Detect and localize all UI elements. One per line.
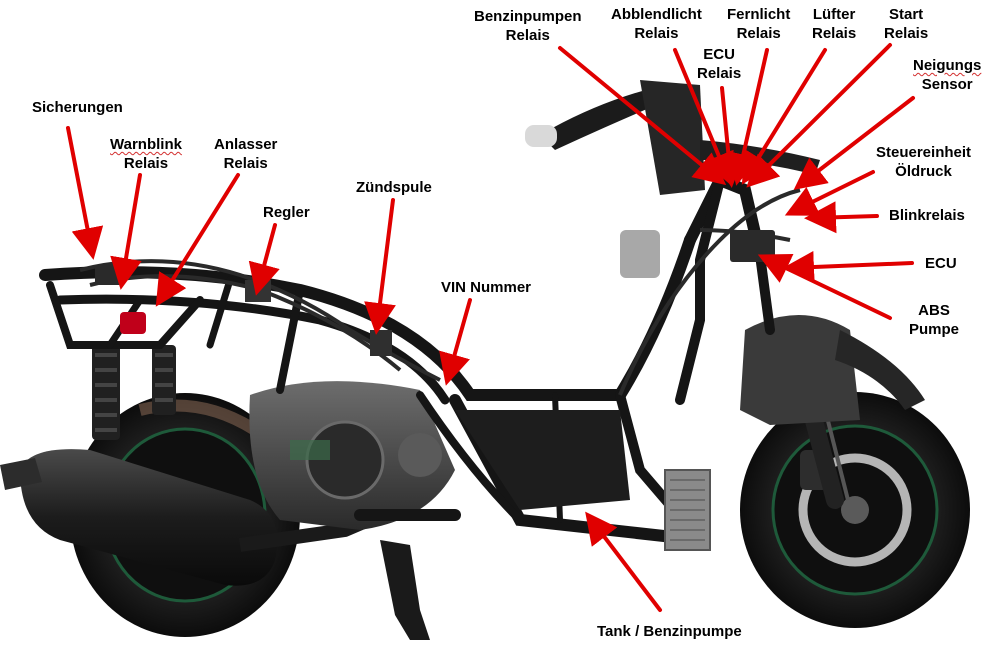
engine-block xyxy=(249,381,455,530)
label-steuereinheit-oeldruck: Steuereinheit Öldruck xyxy=(876,143,971,181)
label-steuereinheit-line2: Öldruck xyxy=(895,163,952,180)
label-fernlicht-relais: Fernlicht Relais xyxy=(727,5,790,43)
label-tank-text: Tank / Benzinpumpe xyxy=(597,623,742,640)
front-fender xyxy=(835,330,925,410)
arrow-zuendspule xyxy=(364,198,396,335)
label-blinkrelais: Blinkrelais xyxy=(889,206,965,225)
label-start-line2: Relais xyxy=(884,25,929,42)
center-stand xyxy=(380,540,430,640)
label-warnblink-line1: Warnblink xyxy=(110,136,182,153)
label-luefter-relais: Lüfter Relais xyxy=(812,5,856,43)
arrow-sicherungen xyxy=(66,126,104,260)
arrow-warnblink xyxy=(110,173,142,290)
label-anlasser-line2: Relais xyxy=(223,155,268,172)
arrow-benzinpumpen xyxy=(558,46,727,186)
label-ecu-relais-line1: ECU xyxy=(703,46,735,63)
label-abs-line2: Pumpe xyxy=(909,321,960,338)
label-start-line1: Start xyxy=(889,6,924,23)
label-zuendspule-text: Zündspule xyxy=(356,179,432,196)
label-benzinpumpen-line1: Benzinpumpen xyxy=(474,8,582,25)
arrow-neigungs xyxy=(793,96,915,190)
label-anlasser-relais: Anlasser Relais xyxy=(214,135,277,173)
label-abblendlicht-line1: Abblendlicht xyxy=(611,6,702,23)
arrow-start xyxy=(746,43,892,188)
rear-shocks xyxy=(92,345,176,440)
label-steuereinheit-line1: Steuereinheit xyxy=(876,144,972,161)
label-blinkrelais-text: Blinkrelais xyxy=(889,207,965,224)
label-start-relais: Start Relais xyxy=(884,5,928,43)
label-zuendspule: Zündspule xyxy=(356,178,432,197)
label-fernlicht-line1: Fernlicht xyxy=(727,6,791,23)
label-neigungs-sensor: Neigungs Sensor xyxy=(913,56,981,94)
arrow-steuereinheit xyxy=(784,170,875,216)
label-benzinpumpen-line2: Relais xyxy=(505,27,550,44)
front-wheel xyxy=(740,392,970,628)
arrow-tank xyxy=(585,511,662,612)
label-regler: Regler xyxy=(263,203,310,222)
label-abs-line1: ABS xyxy=(918,302,950,319)
label-sicherungen: Sicherungen xyxy=(32,98,123,117)
arrow-regler xyxy=(248,223,280,296)
arrow-vin xyxy=(439,298,472,386)
label-vin-text: VIN Nummer xyxy=(441,279,532,296)
label-ecu: ECU xyxy=(925,254,957,273)
label-warnblink-line2: Relais xyxy=(123,155,169,172)
arrow-blinkrelais xyxy=(804,201,879,234)
label-ecu-text: ECU xyxy=(925,255,957,272)
front-housing xyxy=(740,315,860,425)
label-neigungs-line1: Neigungs xyxy=(913,57,982,74)
tank-area xyxy=(455,410,630,510)
handlebar xyxy=(525,80,820,195)
arrow-abs xyxy=(757,253,892,320)
label-abblendlicht-line2: Relais xyxy=(634,25,679,42)
label-anlasser-line1: Anlasser xyxy=(214,136,278,153)
label-luefter-line2: Relais xyxy=(812,25,857,42)
label-ecu-relais-line2: Relais xyxy=(697,65,742,82)
label-sicherungen-text: Sicherungen xyxy=(32,99,123,116)
label-fernlicht-line2: Relais xyxy=(736,25,781,42)
arrow-ecu xyxy=(782,251,914,284)
arrow-anlasser xyxy=(155,173,240,307)
label-warnblink-relais: Warnblink Relais xyxy=(110,135,182,173)
label-luefter-line1: Lüfter xyxy=(812,6,856,23)
label-abs-pumpe: ABS Pumpe xyxy=(909,301,959,339)
label-neigungs-line2: Sensor xyxy=(921,76,973,93)
label-vin-nummer: VIN Nummer xyxy=(441,278,531,297)
label-abblendlicht-relais: Abblendlicht Relais xyxy=(611,5,702,43)
label-ecu-relais: ECU Relais xyxy=(697,45,741,83)
label-tank-benzinpumpe: Tank / Benzinpumpe xyxy=(597,622,742,641)
label-regler-text: Regler xyxy=(263,204,310,221)
label-benzinpumpen-relais: Benzinpumpen Relais xyxy=(474,7,582,45)
